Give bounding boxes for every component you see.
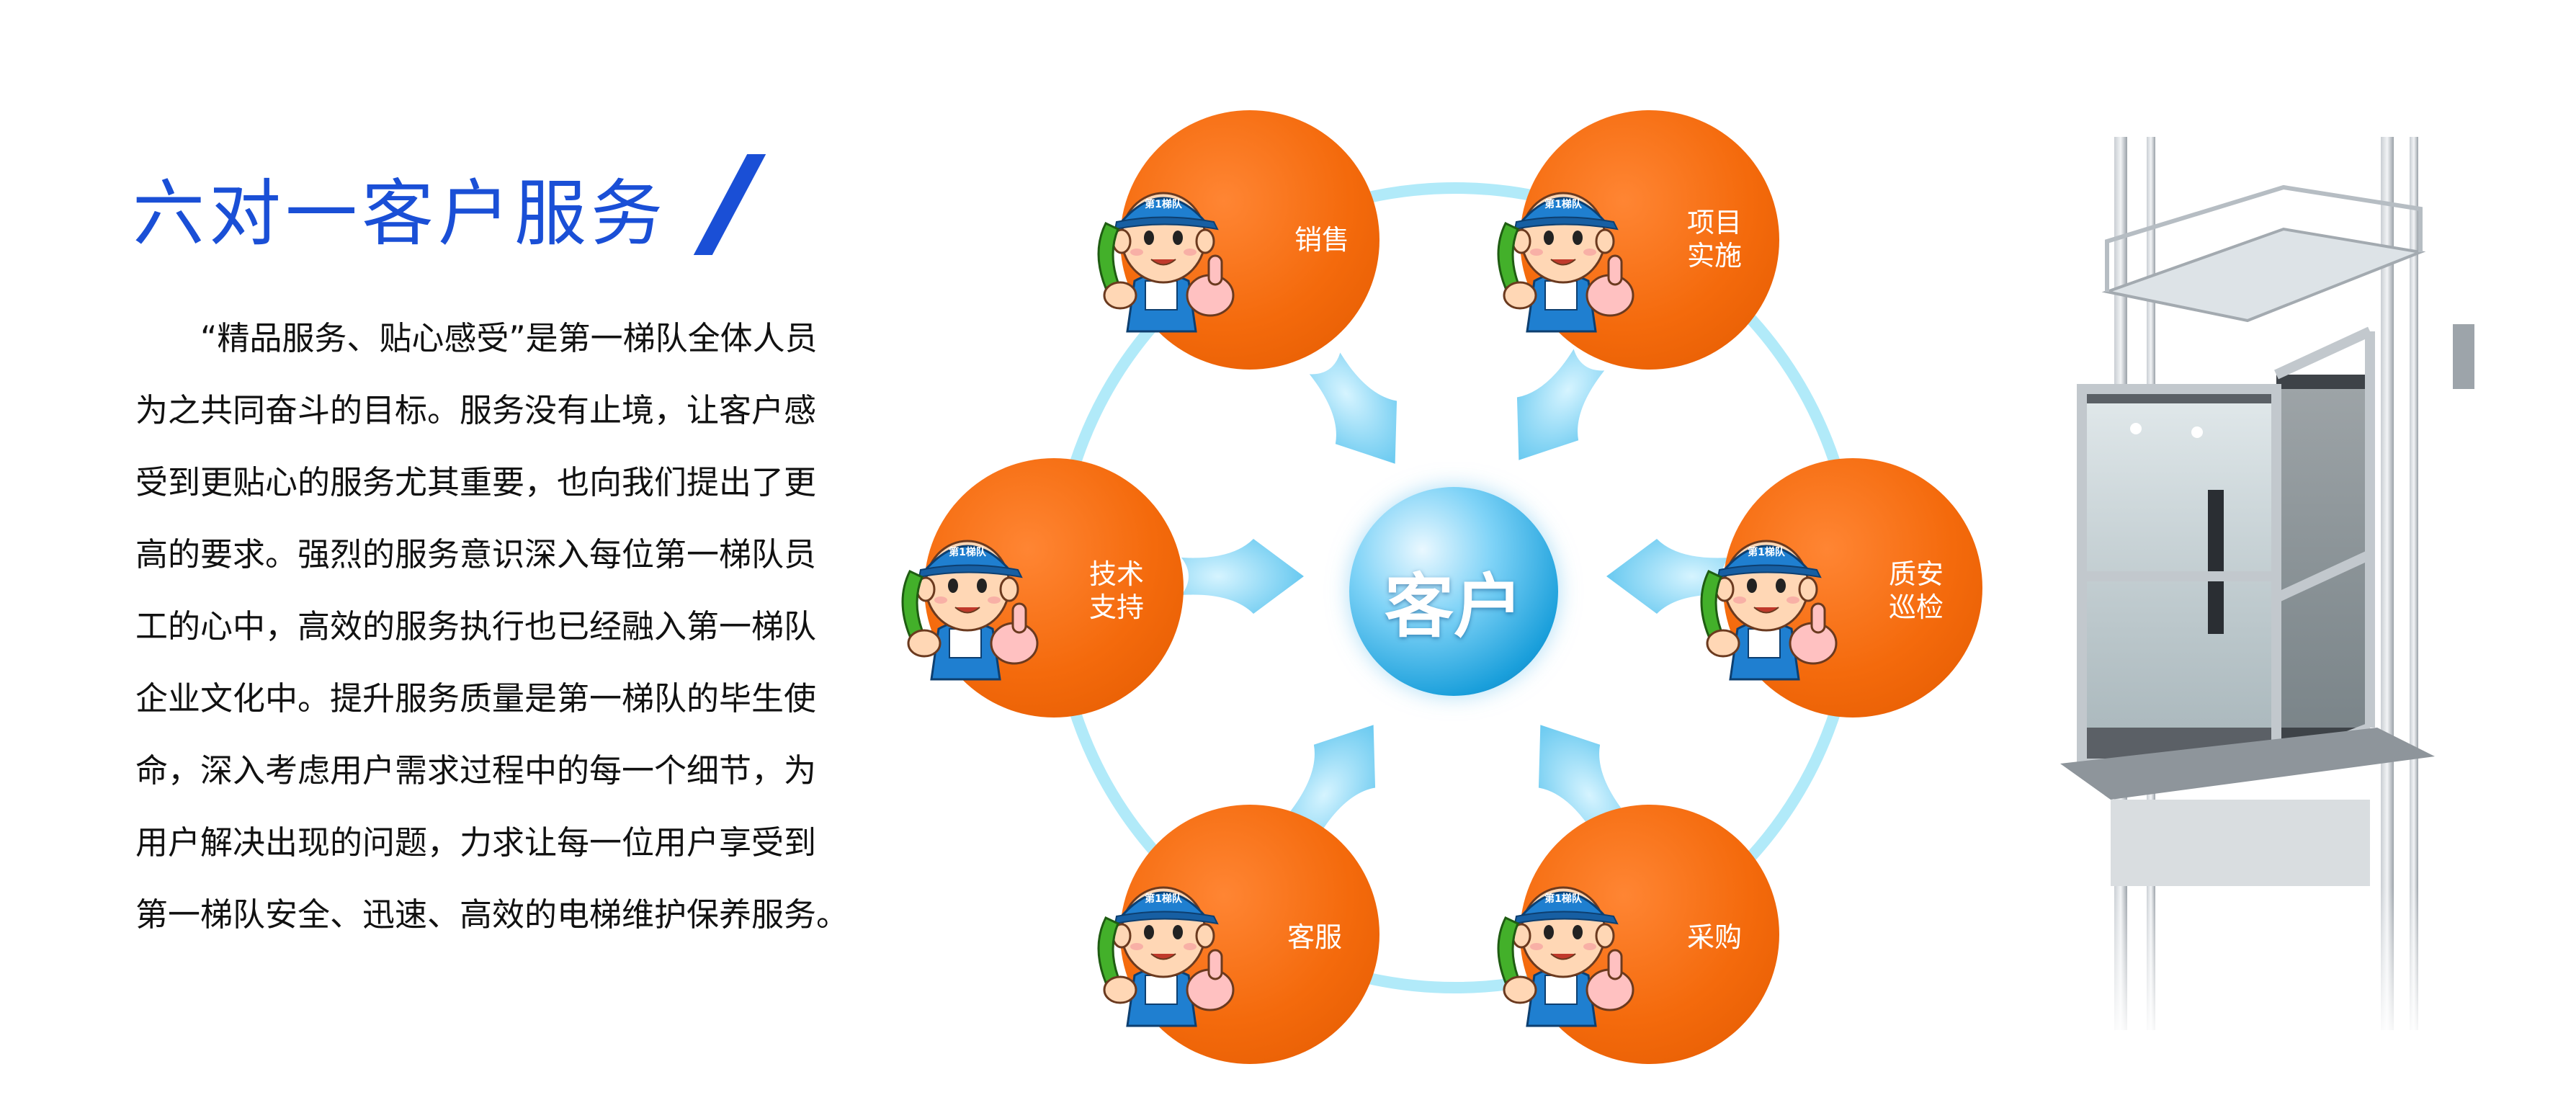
arrow-from-technical-support <box>1181 539 1304 614</box>
paragraph-line: 高的要求。强烈的服务意识深入每位第一梯队员 <box>135 535 817 573</box>
paragraph-line: “精品服务、贴心感受”是第一梯队全体人员 <box>200 319 818 357</box>
node-label-sales: 销售 <box>1294 224 1349 256</box>
mascot-sales: 第1梯队 <box>1097 192 1235 333</box>
paragraph-line: 用户解决出现的问题，力求让每一位用户享受到 <box>135 823 817 862</box>
node-label-customer-service: 客服 <box>1287 921 1342 953</box>
node-label-project-implementation: 项目 实施 <box>1686 207 1742 272</box>
elevator-car <box>2060 184 2474 886</box>
svg-text:第1梯队: 第1梯队 <box>949 546 987 558</box>
svg-text:第1梯队: 第1梯队 <box>1544 893 1583 905</box>
mascot-technical-support: 第1梯队 <box>901 540 1039 681</box>
arrow-from-project <box>1516 349 1605 460</box>
mascot-customer-service: 第1梯队 <box>1097 886 1235 1027</box>
center-label: 客户 <box>1385 566 1523 647</box>
arrow-from-sales <box>1309 352 1397 464</box>
svg-text:第1梯队: 第1梯队 <box>1145 198 1183 210</box>
arrow-from-quality <box>1606 539 1729 614</box>
mascot-procurement: 第1梯队 <box>1497 886 1634 1027</box>
paragraph-line: 第一梯队安全、迅速、高效的电梯维护保养服务。 <box>135 895 849 934</box>
paragraph-line: 命，深入考虑用户需求过程中的每一个细节，为 <box>135 751 817 790</box>
page-title: 六对一客户服务 <box>133 171 667 256</box>
paragraph-line: 受到更贴心的服务尤其重要，也向我们提出了更 <box>135 463 817 501</box>
node-label-technical-support: 技术 支持 <box>1088 558 1144 623</box>
mascot-quality: 第1梯队 <box>1700 540 1838 681</box>
svg-text:第1梯队: 第1梯队 <box>1145 893 1183 905</box>
paragraph-line: 工的心中，高效的服务执行也已经融入第一梯队 <box>135 607 817 645</box>
paragraph-line: 企业文化中。提升服务质量是第一梯队的毕生使 <box>135 679 817 718</box>
mascot-project: 第1梯队 <box>1497 192 1634 333</box>
paragraph-line: 为之共同奋斗的目标。服务没有止境，让客户感 <box>135 391 817 429</box>
customer-center-bubble <box>1349 487 1558 696</box>
node-label-quality-inspection: 质安 巡检 <box>1888 558 1944 623</box>
svg-text:第1梯队: 第1梯队 <box>1544 198 1583 210</box>
arrow-from-procurement <box>1538 725 1627 836</box>
arrow-from-customer-service <box>1287 725 1376 836</box>
description-paragraph: “精品服务、贴心感受”是第一梯队全体人员 为之共同奋斗的目标。服务没有止境，让客… <box>135 303 867 951</box>
node-label-procurement: 采购 <box>1686 921 1742 953</box>
svg-text:第1梯队: 第1梯队 <box>1748 546 1786 558</box>
